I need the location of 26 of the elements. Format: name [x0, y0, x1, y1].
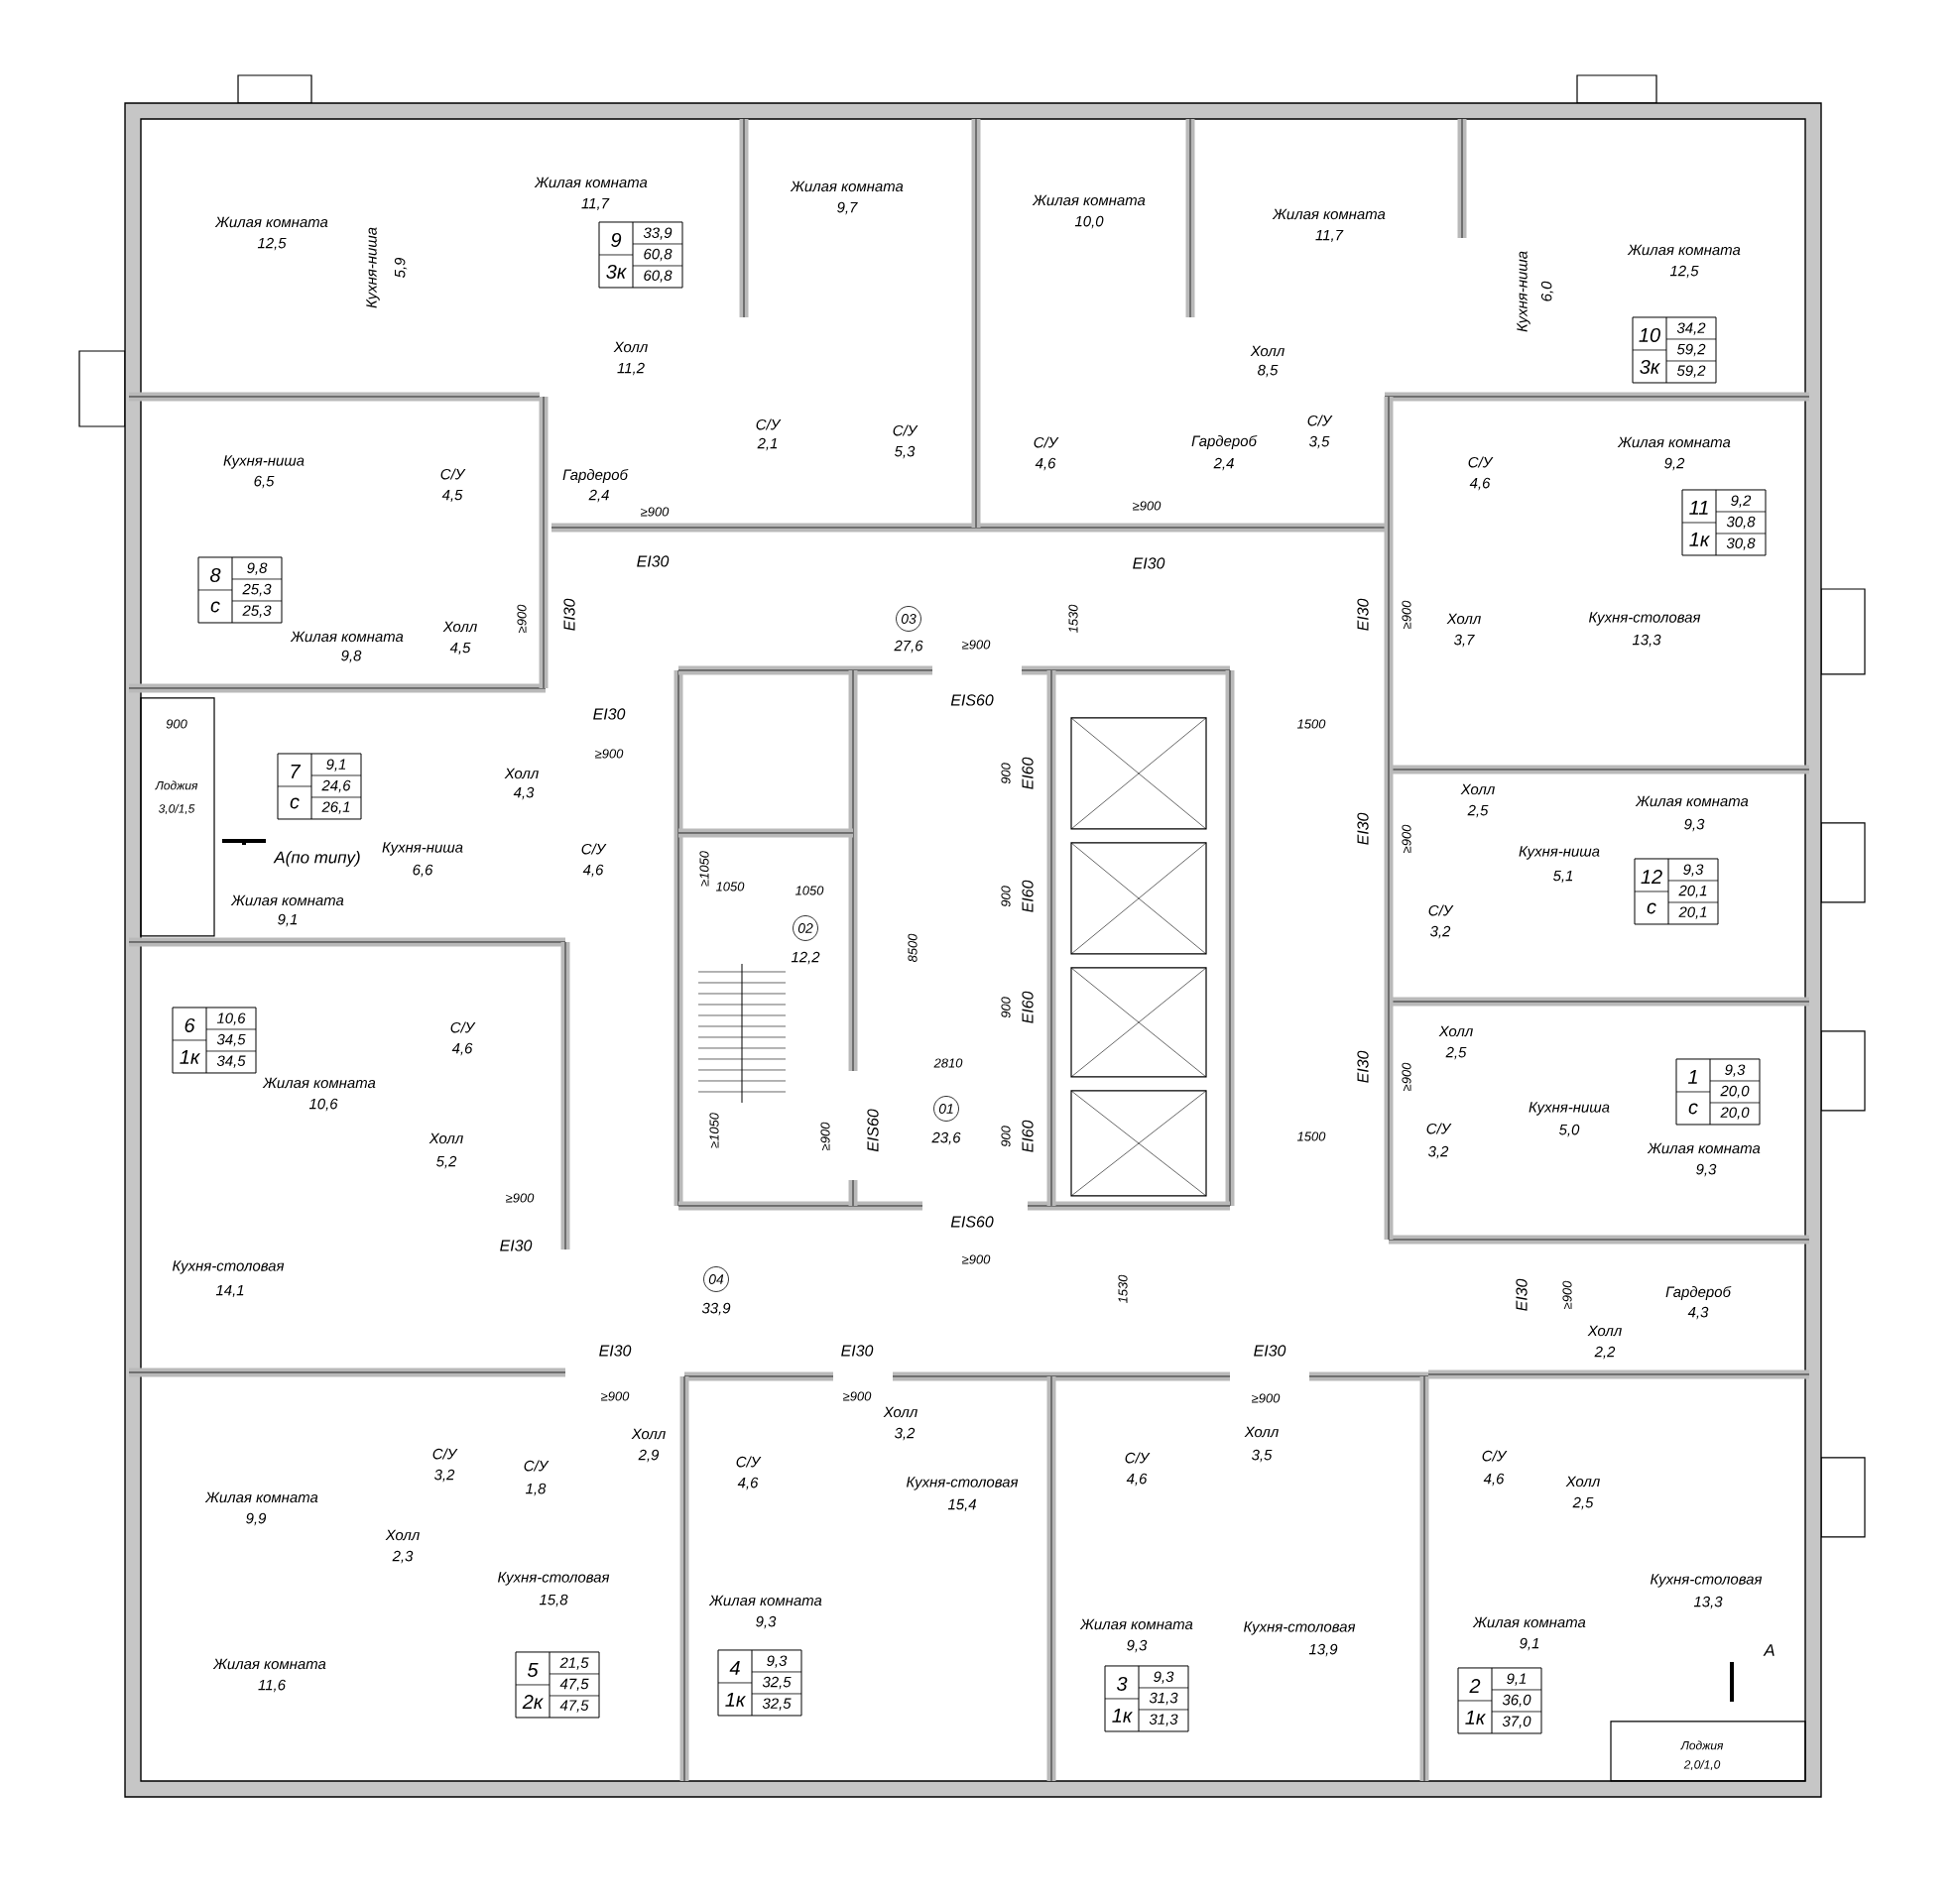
label: с — [210, 601, 220, 613]
label: 6 — [184, 1017, 195, 1033]
label: 10 — [1639, 327, 1660, 343]
label: 1к — [180, 1050, 200, 1064]
label: 1к — [1112, 1709, 1133, 1723]
section-mark-label: А — [1763, 1644, 1774, 1656]
section-mark-label: А(по типу) — [273, 851, 360, 867]
label: 7 — [291, 765, 302, 778]
label: 3к — [606, 264, 627, 280]
label: 2к — [522, 1695, 544, 1709]
label: 1к — [1465, 1711, 1486, 1725]
label: 3к — [1640, 359, 1660, 375]
label: 8 — [210, 567, 221, 583]
label: 4 — [729, 1661, 740, 1675]
label: 1к — [1689, 533, 1710, 546]
label: 1к — [725, 1693, 746, 1707]
label: 9 — [611, 232, 622, 248]
label: с — [290, 797, 300, 809]
label: 11 — [1689, 501, 1708, 515]
label: 12 — [1641, 870, 1662, 884]
label: с — [1647, 902, 1656, 914]
label: 5 — [527, 1663, 539, 1677]
label: 1 — [1688, 1070, 1697, 1084]
label: 3 — [1116, 1676, 1128, 1692]
label: 2 — [1469, 1679, 1481, 1693]
label: с — [1688, 1103, 1698, 1115]
